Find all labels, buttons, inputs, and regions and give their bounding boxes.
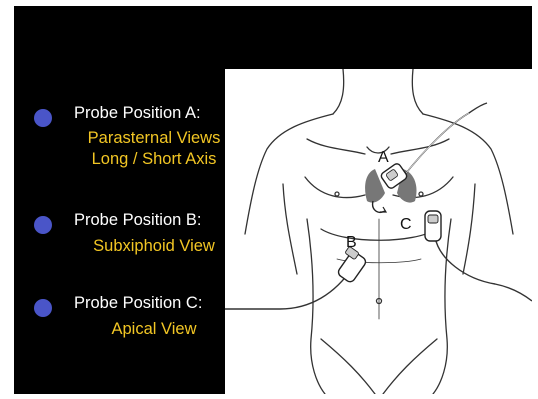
right-groin: [383, 339, 437, 394]
legend-title-b: Probe Position B:: [74, 211, 202, 230]
right-arm-inner: [463, 184, 475, 274]
probe-legend: Probe Position A: Parasternal Views Long…: [14, 6, 234, 394]
legend-desc-a-line-2: Long / Short Axis: [64, 149, 244, 170]
bullet-icon: [34, 216, 52, 234]
rotation-arrow-icon: [373, 201, 385, 212]
neck-left-outline: [333, 69, 344, 114]
right-clavicle: [391, 139, 449, 154]
right-nipple: [419, 192, 423, 196]
legend-desc-a-line-1: Parasternal Views: [64, 128, 244, 149]
probe-b-icon: [225, 246, 367, 309]
legend-desc-c-line-1: Apical View: [64, 319, 244, 340]
left-flank: [307, 219, 325, 394]
slide: Probe Position A: Parasternal Views Long…: [14, 6, 532, 394]
left-clavicle: [307, 139, 365, 154]
probe-c-icon: [425, 211, 532, 301]
label-c: C: [400, 216, 412, 233]
left-nipple: [335, 192, 339, 196]
left-arm-inner: [283, 184, 297, 274]
right-flank: [433, 219, 451, 394]
legend-desc-a: Parasternal Views Long / Short Axis: [64, 128, 244, 170]
legend-title-a: Probe Position A:: [74, 104, 201, 123]
legend-desc-c: Apical View: [64, 319, 244, 340]
bullet-icon: [34, 299, 52, 317]
neck-right-outline: [412, 69, 423, 114]
legend-desc-b-line-1: Subxiphoid View: [64, 236, 244, 257]
label-a: A: [378, 149, 389, 166]
left-shoulder-outline: [245, 114, 333, 234]
legend-desc-b: Subxiphoid View: [64, 236, 244, 257]
label-b: B: [346, 234, 357, 251]
torso-illustration: A B C: [225, 69, 532, 394]
left-groin: [321, 339, 375, 394]
torso-diagram-panel: A B C: [225, 69, 532, 394]
legend-title-c: Probe Position C:: [74, 294, 202, 313]
probe-a-icon: [380, 103, 487, 190]
bullet-icon: [34, 109, 52, 127]
